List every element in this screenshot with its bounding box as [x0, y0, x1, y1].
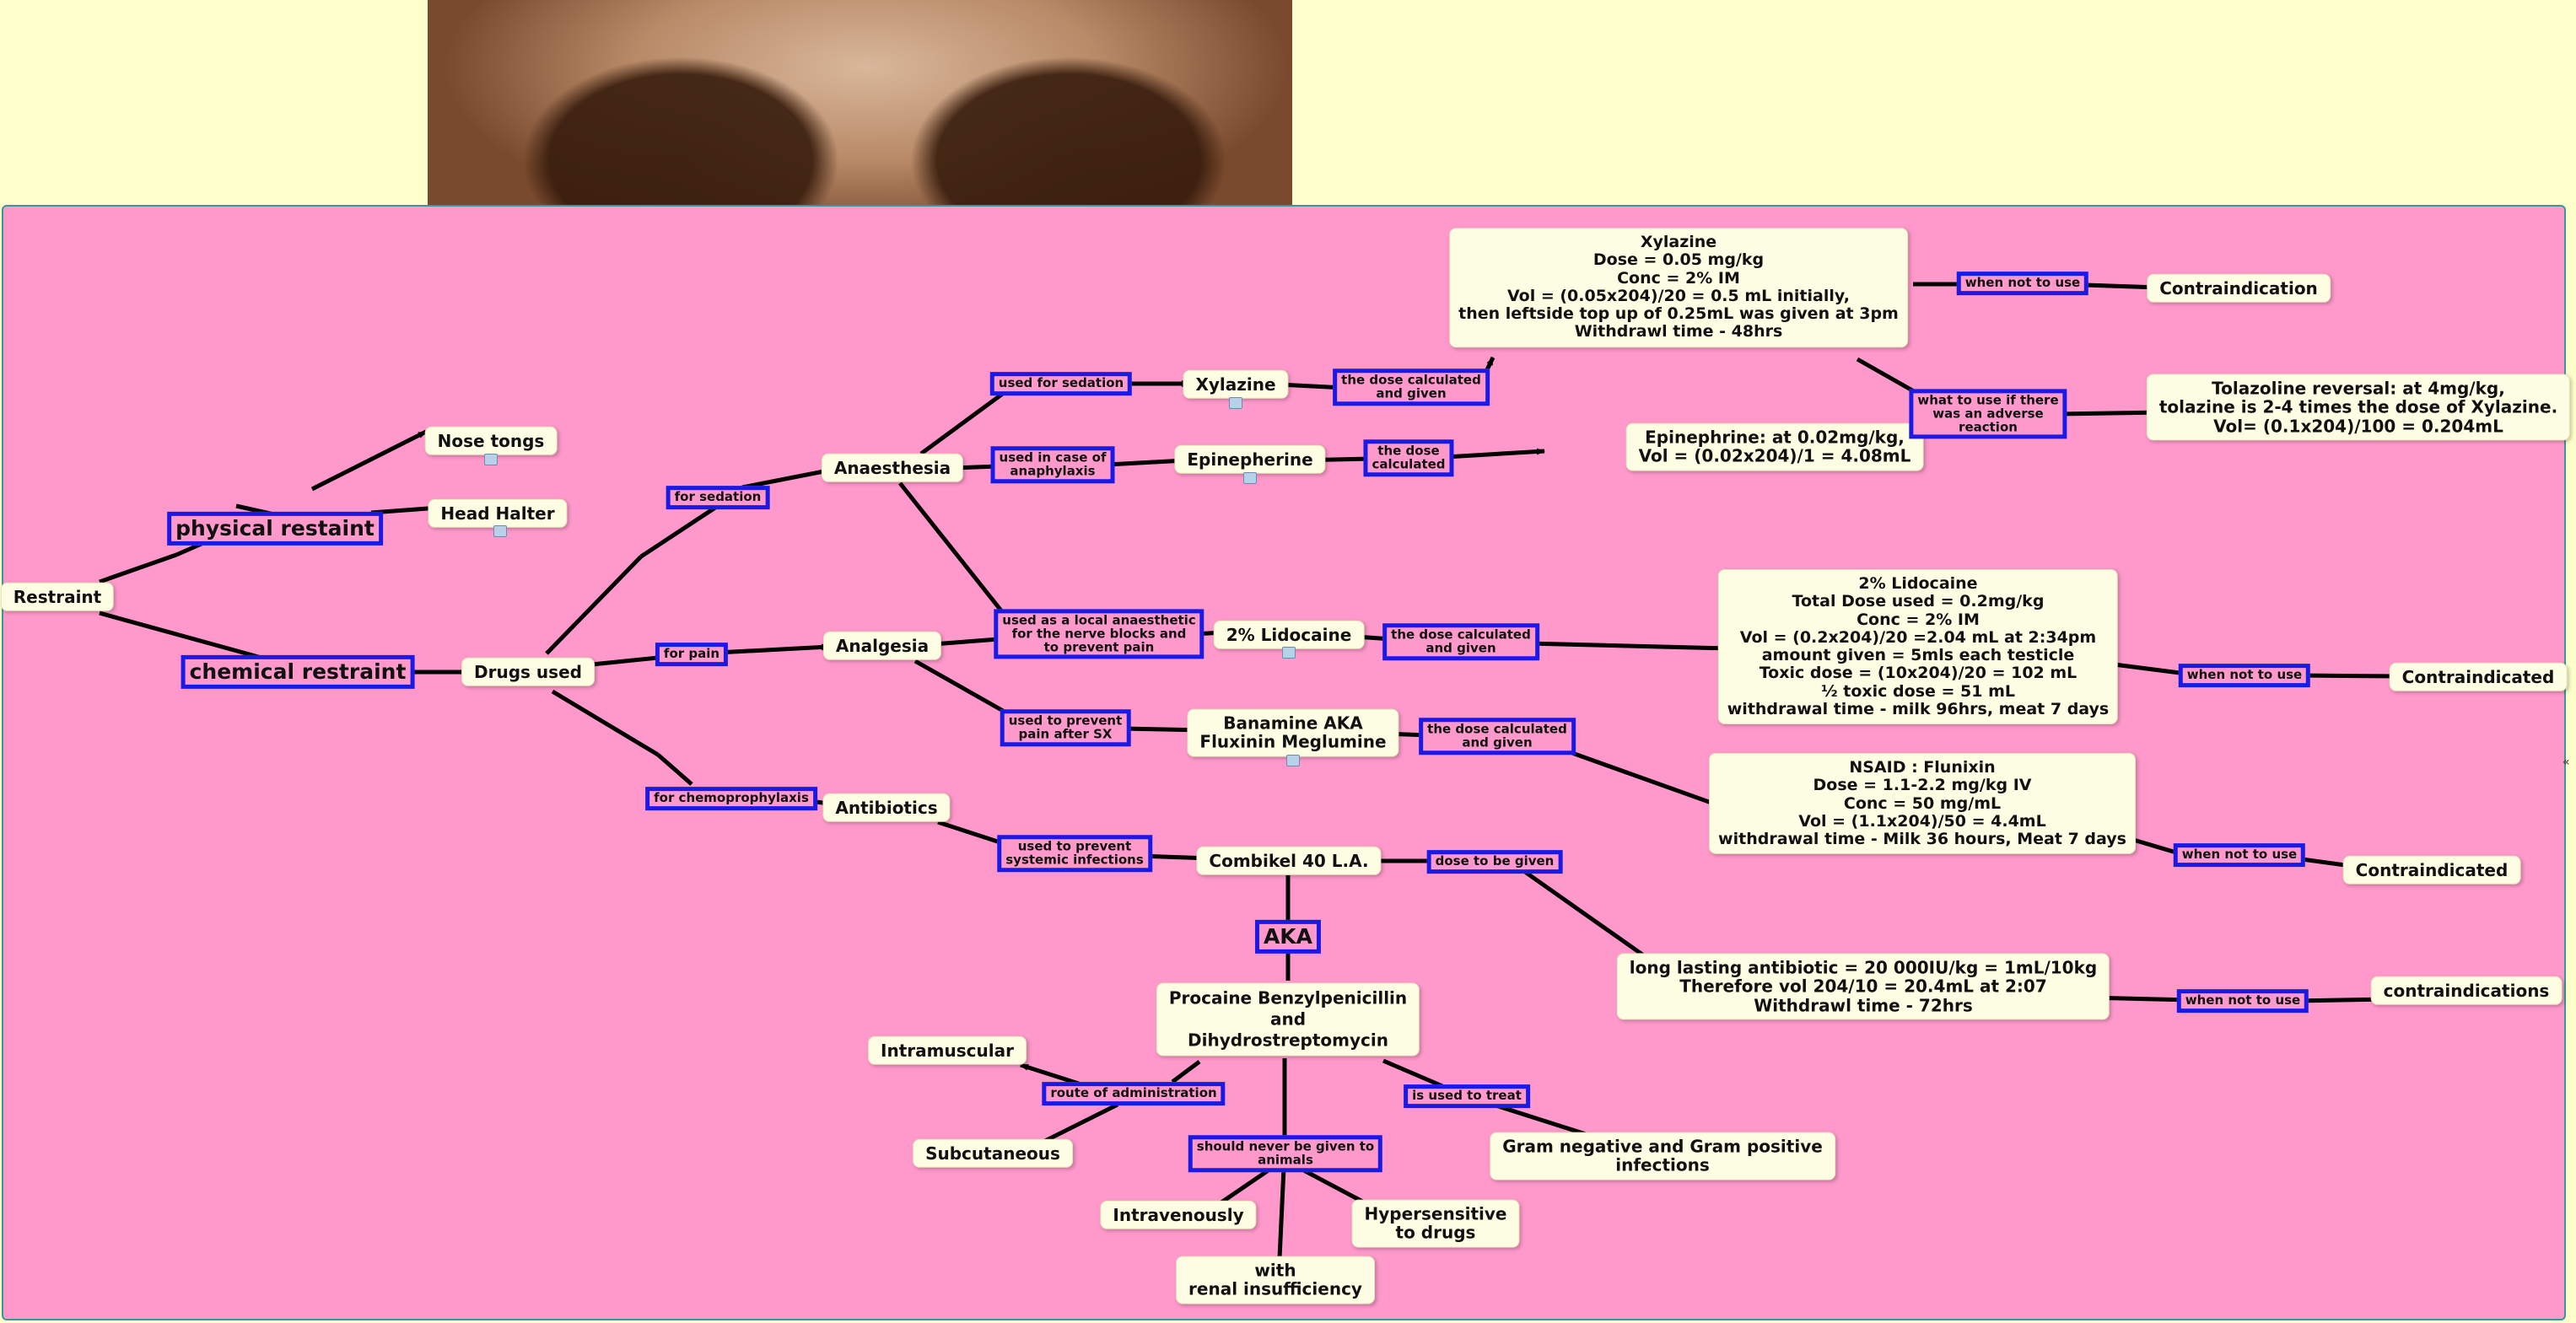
node-nsaid[interactable]: NSAID : Flunixin Dose = 1.1-2.2 mg/kg IV… [1709, 752, 2136, 855]
node-renal-insufficiency[interactable]: with renal insufficiency [1176, 1256, 1375, 1304]
resource-icon[interactable] [1229, 397, 1242, 409]
link-prevent-pain-after-sx[interactable]: used to prevent pain after SX [1000, 709, 1131, 746]
resource-icon[interactable] [493, 525, 507, 537]
link-is-used-to-treat[interactable]: is used to treat [1404, 1084, 1530, 1108]
background-photo [428, 0, 1292, 205]
link-local-anaesthetic[interactable]: used as a local anaesthetic for the nerv… [994, 609, 1204, 659]
node-intramuscular[interactable]: Intramuscular [868, 1035, 1027, 1066]
connector-line [1382, 1058, 1443, 1089]
node-procaine[interactable]: Procaine Benzylpenicillin and Dihydrostr… [1156, 982, 1420, 1057]
node-epinephrine-dose[interactable]: Epinephrine: at 0.02mg/kg, Vol = (0.02x2… [1625, 422, 1924, 471]
node-lidocaine-dose[interactable]: 2% Lidocaine Total Dose used = 0.2mg/kg … [1717, 568, 2119, 725]
connector-line [716, 643, 830, 655]
link-dose-to-be-given[interactable]: dose to be given [1426, 850, 1563, 874]
connector-line [551, 689, 660, 757]
node-drugs-used[interactable]: Drugs used [461, 657, 595, 687]
link-should-never-be-given[interactable]: should never be given to animals [1188, 1135, 1383, 1172]
connector-line [932, 637, 1000, 648]
node-gram-infections[interactable]: Gram negative and Gram positive infectio… [1490, 1132, 1835, 1180]
link-prevent-systemic-infections[interactable]: used to prevent systemic infections [997, 835, 1152, 872]
connector-line [99, 552, 177, 584]
link-when-not-to-use-3[interactable]: when not to use [2173, 843, 2306, 867]
link-physical-restraint[interactable]: physical restaint [167, 511, 383, 546]
connector-line [656, 753, 693, 786]
node-contraindication[interactable]: Contraindication [2147, 273, 2331, 304]
resource-icon[interactable] [1282, 647, 1296, 659]
node-nose-tongs[interactable]: Nose tongs [424, 426, 558, 456]
collapse-icon[interactable]: « [2563, 756, 2570, 769]
connector-line [1297, 1165, 1372, 1208]
node-contraindicated-1[interactable]: Contraindicated [2389, 662, 2568, 692]
connector-line [639, 505, 717, 559]
node-antibiotics[interactable]: Antibiotics [822, 793, 951, 823]
link-used-in-case-of-anaphylaxis[interactable]: used in case of anaphylaxis [990, 446, 1115, 483]
connector-line [1171, 1060, 1201, 1084]
connector-line [583, 654, 667, 668]
node-xylazine[interactable]: Xylazine [1183, 369, 1289, 400]
link-for-sedation[interactable]: for sedation [666, 486, 770, 509]
node-contraindicated-2[interactable]: Contraindicated [2342, 855, 2521, 885]
node-anaesthesia[interactable]: Anaesthesia [821, 453, 964, 483]
connector-line [310, 429, 428, 492]
connector-line [99, 610, 262, 660]
link-dose-calculated-given-3[interactable]: the dose calculated and given [1419, 718, 1576, 755]
node-intravenously[interactable]: Intravenously [1100, 1200, 1257, 1230]
connector-line [1560, 746, 1722, 809]
node-antibiotic-dose[interactable]: long lasting antibiotic = 20 000IU/kg = … [1616, 953, 2110, 1020]
connector-line [919, 390, 1005, 456]
connector-line [2298, 672, 2401, 680]
node-hypersensitive[interactable]: Hypersensitive to drugs [1351, 1199, 1520, 1248]
node-analgesia[interactable]: Analgesia [822, 631, 942, 661]
link-for-pain[interactable]: for pain [655, 643, 729, 666]
node-head-halter[interactable]: Head Halter [428, 498, 568, 529]
connector-line [1040, 1102, 1119, 1145]
connector-line [937, 820, 1009, 847]
link-dose-calculated[interactable]: the dose calculated [1363, 439, 1454, 476]
resource-icon[interactable] [1243, 472, 1257, 484]
link-used-for-sedation[interactable]: used for sedation [989, 372, 1133, 395]
connector-line [1492, 1102, 1587, 1137]
connector-line [1445, 448, 1545, 460]
node-tolazoline[interactable]: Tolazoline reversal: at 4mg/kg, tolazine… [2146, 374, 2571, 441]
link-dose-calculated-given-1[interactable]: the dose calculated and given [1333, 368, 1490, 406]
connector-line [741, 467, 833, 490]
connector-line [913, 659, 1012, 718]
resource-icon[interactable] [484, 454, 498, 465]
link-when-not-to-use-4[interactable]: when not to use [2176, 989, 2309, 1013]
node-xylazine-dose[interactable]: Xylazine Dose = 0.05 mg/kg Conc = 2% IM … [1449, 228, 1908, 347]
connector-line [1528, 641, 1730, 652]
link-when-not-to-use-1[interactable]: when not to use [1956, 272, 2089, 295]
connector-line [898, 481, 1005, 616]
node-banamine[interactable]: Banamine AKA Fluxinin Meglumine [1187, 708, 1399, 757]
node-subcutaneous[interactable]: Subcutaneous [913, 1138, 1073, 1169]
link-adverse-reaction[interactable]: what to use if there was an adverse reac… [1909, 389, 2067, 439]
connector-line [1217, 1165, 1274, 1207]
node-epinepherine[interactable]: Epinepherine [1174, 444, 1326, 475]
connector-line [545, 555, 643, 655]
link-for-chemoprophylaxis[interactable]: for chemoprophylaxis [645, 787, 817, 810]
connector-line [2057, 409, 2164, 417]
connector-line [1523, 869, 1646, 959]
link-aka[interactable]: AKA [1254, 919, 1322, 955]
link-chemical-restraint[interactable]: chemical restraint [181, 654, 415, 690]
node-restraint[interactable]: Restraint [0, 582, 115, 612]
node-contraindications[interactable]: contraindications [2370, 976, 2563, 1006]
resource-icon[interactable] [1286, 755, 1300, 766]
link-when-not-to-use-2[interactable]: when not to use [2178, 664, 2311, 687]
link-dose-calculated-given-2[interactable]: the dose calculated and given [1382, 623, 1539, 660]
node-combikel[interactable]: Combikel 40 L.A. [1196, 846, 1382, 876]
link-route-of-administration[interactable]: route of administration [1042, 1082, 1226, 1105]
node-lidocaine[interactable]: 2% Lidocaine [1213, 620, 1365, 650]
connector-line [1277, 1167, 1286, 1259]
connector-line [1107, 457, 1186, 467]
